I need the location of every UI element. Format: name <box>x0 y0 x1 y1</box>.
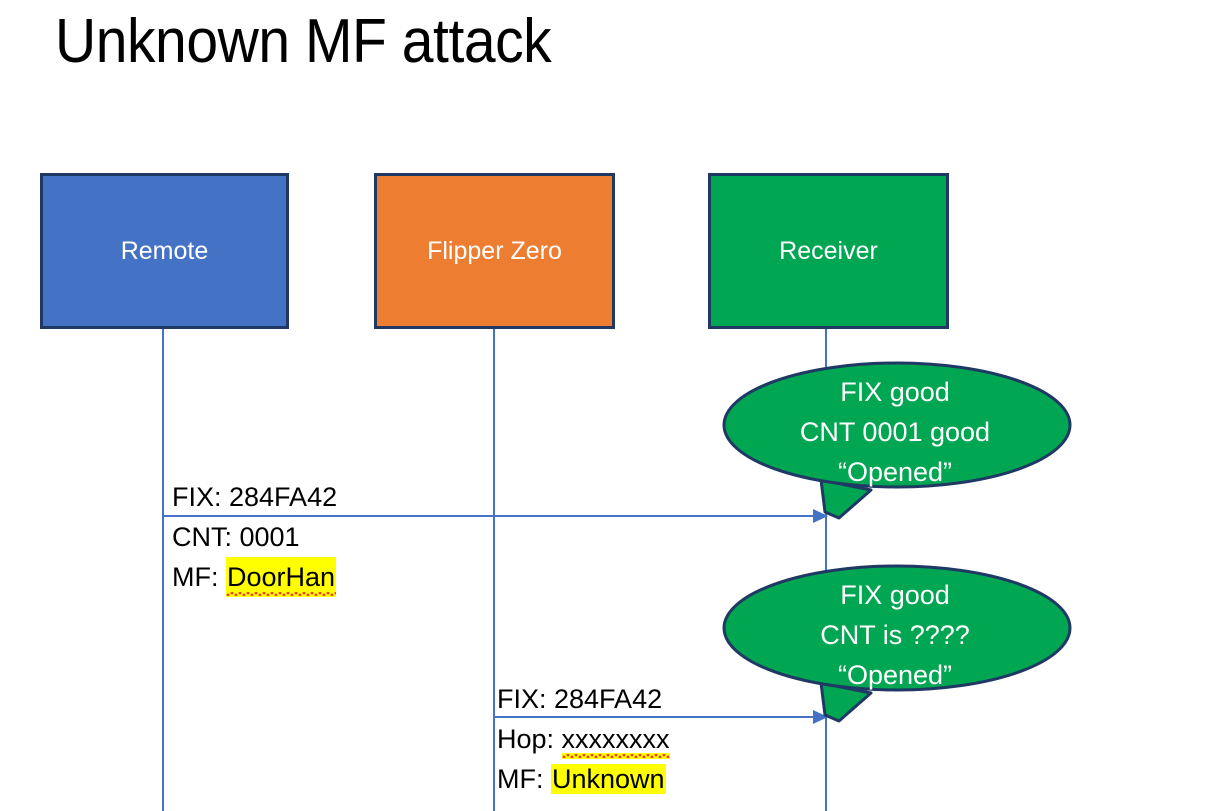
lifeline-flipper-zero <box>493 329 495 811</box>
message-line-fix: FIX: 284FA42 <box>497 684 663 714</box>
message-label-remote-to-receiver: FIX: 284FA42 CNT: 0001 MF: DoorHan <box>172 477 337 597</box>
actor-box-receiver[interactable]: Receiver <box>708 173 949 329</box>
callout-shape-icon <box>722 361 1072 520</box>
lifeline-remote <box>162 329 164 811</box>
callout-bubble-fix-good-cnt-unknown[interactable]: FIX good CNT is ???? “Opened” <box>721 563 1075 728</box>
message-line-mf-value-highlighted: DoorHan <box>226 557 337 597</box>
actor-box-flipper-zero[interactable]: Flipper Zero <box>374 173 615 329</box>
message-line-hop-value: xxxxxxxx <box>561 719 670 759</box>
callout-shape-icon <box>722 564 1072 723</box>
message-line-cnt: CNT: 0001 <box>172 522 300 552</box>
message-line-mf: MF: Unknown <box>497 759 670 799</box>
callout-ellipse-icon <box>722 361 1072 489</box>
message-line-mf-prefix: MF: <box>172 562 226 592</box>
actor-label-remote: Remote <box>120 236 209 265</box>
callout-ellipse-icon <box>722 564 1072 692</box>
message-line-mf: MF: DoorHan <box>172 557 337 597</box>
actor-label-receiver: Receiver <box>779 236 878 265</box>
page-title: Unknown MF attack <box>55 7 552 76</box>
actor-box-remote[interactable]: Remote <box>40 173 289 329</box>
message-line-fix: FIX: 284FA42 <box>172 482 338 512</box>
message-line-mf-value-highlighted: Unknown <box>551 764 666 794</box>
message-line-mf-prefix: MF: <box>497 764 551 794</box>
actor-label-flipper-zero: Flipper Zero <box>427 236 562 265</box>
callout-bubble-fix-good-cnt-good[interactable]: FIX good CNT 0001 good “Opened” <box>721 360 1075 525</box>
message-line-hop: Hop: xxxxxxxx <box>497 719 670 759</box>
message-label-flipper-to-receiver: FIX: 284FA42 Hop: xxxxxxxx MF: Unknown <box>497 679 670 799</box>
message-line-hop-prefix: Hop: <box>497 724 562 754</box>
